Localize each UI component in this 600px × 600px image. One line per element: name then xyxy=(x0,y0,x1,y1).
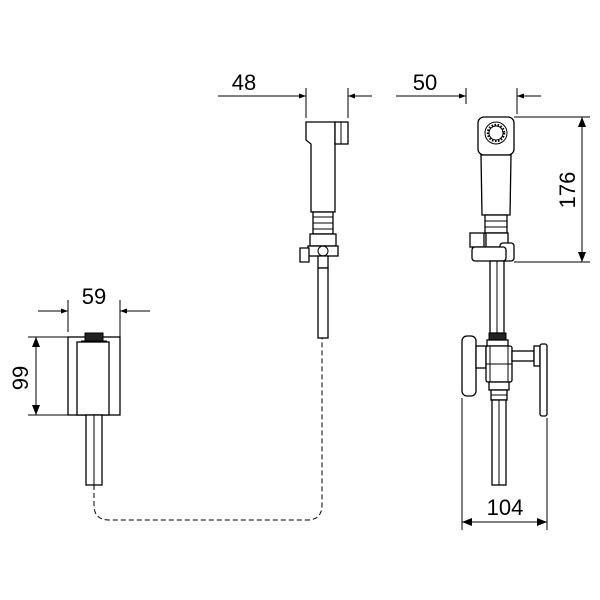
dimension-50: 50 xyxy=(396,70,541,114)
valve-front-view xyxy=(461,332,548,486)
valve-cap xyxy=(84,332,104,342)
dimension-label-50: 50 xyxy=(413,70,437,95)
dimension-59: 59 xyxy=(38,284,150,337)
dimension-label-176: 176 xyxy=(555,172,580,209)
handset-front-view xyxy=(469,116,515,334)
dimension-label-48: 48 xyxy=(232,70,256,95)
dimension-176: 176 xyxy=(514,116,590,263)
valve-body xyxy=(76,341,110,416)
wall-valve-side-view xyxy=(67,332,121,486)
dimension-104: 104 xyxy=(461,398,548,530)
dimension-label-104: 104 xyxy=(487,495,524,520)
hose-dashed-line xyxy=(93,338,323,521)
handset-side-view xyxy=(299,121,349,339)
dimension-99: 99 xyxy=(8,336,68,416)
dimension-label-59: 59 xyxy=(82,284,106,309)
dimension-label-99: 99 xyxy=(8,366,33,390)
dimension-48: 48 xyxy=(218,70,372,118)
